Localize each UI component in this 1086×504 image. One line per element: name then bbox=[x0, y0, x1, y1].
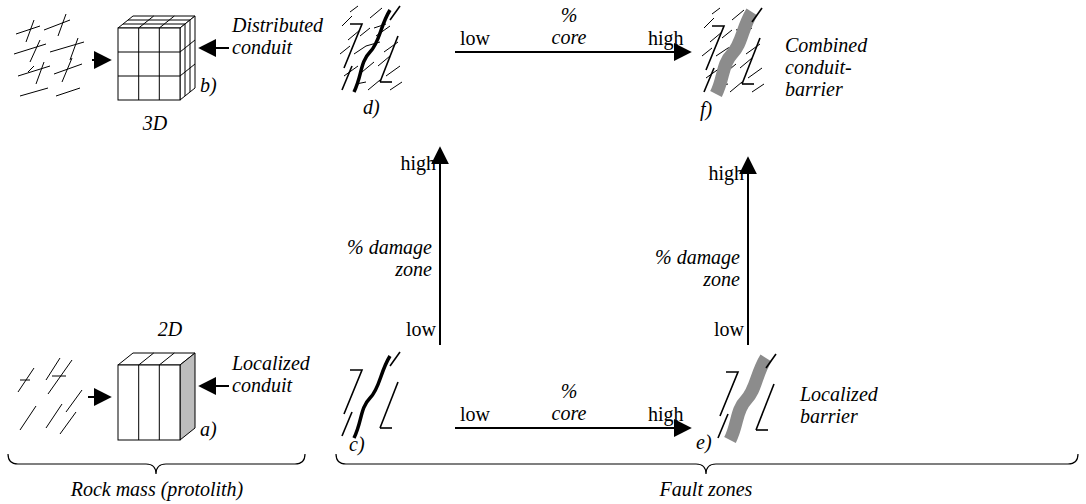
scale-label: high bbox=[648, 27, 688, 49]
scale-label: low bbox=[460, 403, 500, 425]
scale-label: high bbox=[398, 152, 436, 174]
panel-letter: c) bbox=[349, 433, 373, 455]
panel-letter: 3D bbox=[130, 112, 180, 134]
sketch-node: e) Localized barrier bbox=[690, 345, 910, 453]
scale-label: low bbox=[460, 27, 500, 49]
sketch-node: f) Combined conduit- barrier bbox=[690, 8, 950, 158]
group-label: Fault zones bbox=[646, 478, 766, 500]
trend-arrow bbox=[747, 158, 749, 345]
axis-label: % core bbox=[545, 4, 593, 48]
scale-label: high bbox=[704, 162, 744, 184]
zone-name: Localized barrier bbox=[800, 383, 905, 427]
zone-name: a) bbox=[200, 418, 222, 440]
type-label: Distributed conduit bbox=[232, 14, 334, 58]
scale-label: low bbox=[704, 318, 744, 340]
axis-label: % core bbox=[545, 380, 593, 424]
sketch-node: 2D a) bbox=[112, 318, 222, 448]
trend-arrow bbox=[439, 148, 441, 345]
scale-label: low bbox=[398, 318, 436, 340]
type-label: Localized conduit bbox=[232, 352, 334, 396]
trend-arrow bbox=[455, 427, 690, 429]
sketch-node: c) bbox=[335, 345, 455, 455]
panel-letter: d) bbox=[363, 96, 387, 118]
group-label: Rock mass (protolith) bbox=[46, 478, 268, 500]
axis-label: % damage zone bbox=[340, 236, 432, 280]
zone-name: b) bbox=[200, 74, 222, 96]
scale-label: high bbox=[648, 403, 688, 425]
sketch-node: d) bbox=[335, 8, 455, 148]
zone-name: Combined conduit- barrier bbox=[785, 34, 897, 100]
trend-arrow bbox=[455, 51, 690, 53]
panel-letter: f) bbox=[700, 98, 724, 120]
sketch-node: 3D b) bbox=[112, 12, 222, 142]
panel-letter: 2D bbox=[150, 318, 190, 340]
panel-letter: e) bbox=[696, 431, 720, 453]
axis-label: % damage zone bbox=[648, 246, 740, 290]
